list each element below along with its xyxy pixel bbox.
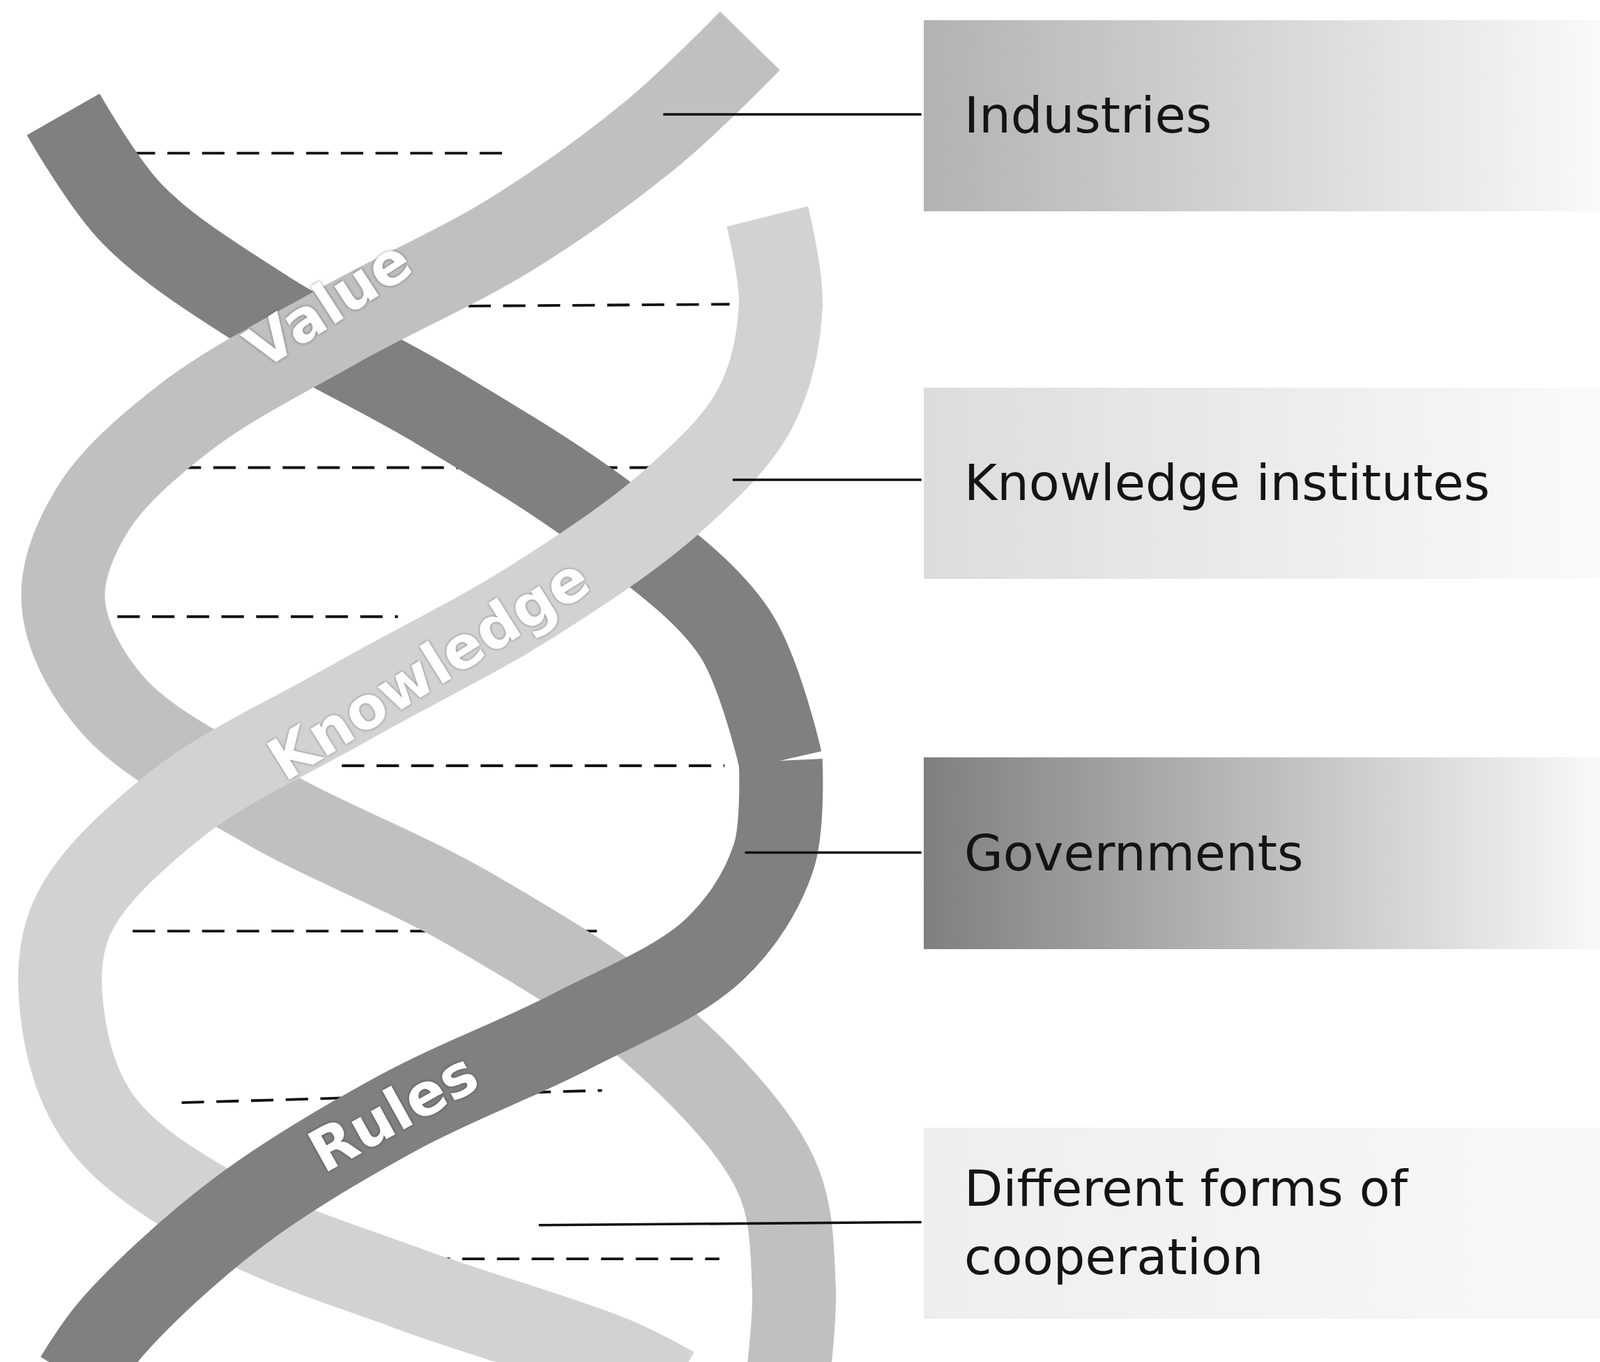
rung-dash	[117, 614, 399, 618]
actor-name: Knowledge institutes	[964, 448, 1580, 518]
strand-label: Knowledge	[258, 546, 599, 790]
actor-name: Governments	[964, 819, 1580, 888]
leader-line	[744, 851, 921, 855]
helix-strand	[76, 760, 782, 1362]
leader-line	[663, 112, 921, 116]
helix-strand	[59, 216, 781, 1362]
actor-box: Industries	[923, 20, 1600, 212]
actor-name: Industries	[964, 81, 1580, 150]
rung-dash	[132, 151, 505, 155]
actor-box: Knowledge institutes	[923, 387, 1600, 579]
leader-line	[732, 478, 922, 482]
actor-box: Different forms of cooperation	[923, 1127, 1600, 1319]
actor-name: Different forms of cooperation	[964, 1154, 1580, 1292]
leader-line	[538, 1221, 922, 1225]
actor-box: Governments	[923, 757, 1600, 949]
rung-dash	[341, 764, 725, 767]
rung-dash	[433, 303, 730, 307]
